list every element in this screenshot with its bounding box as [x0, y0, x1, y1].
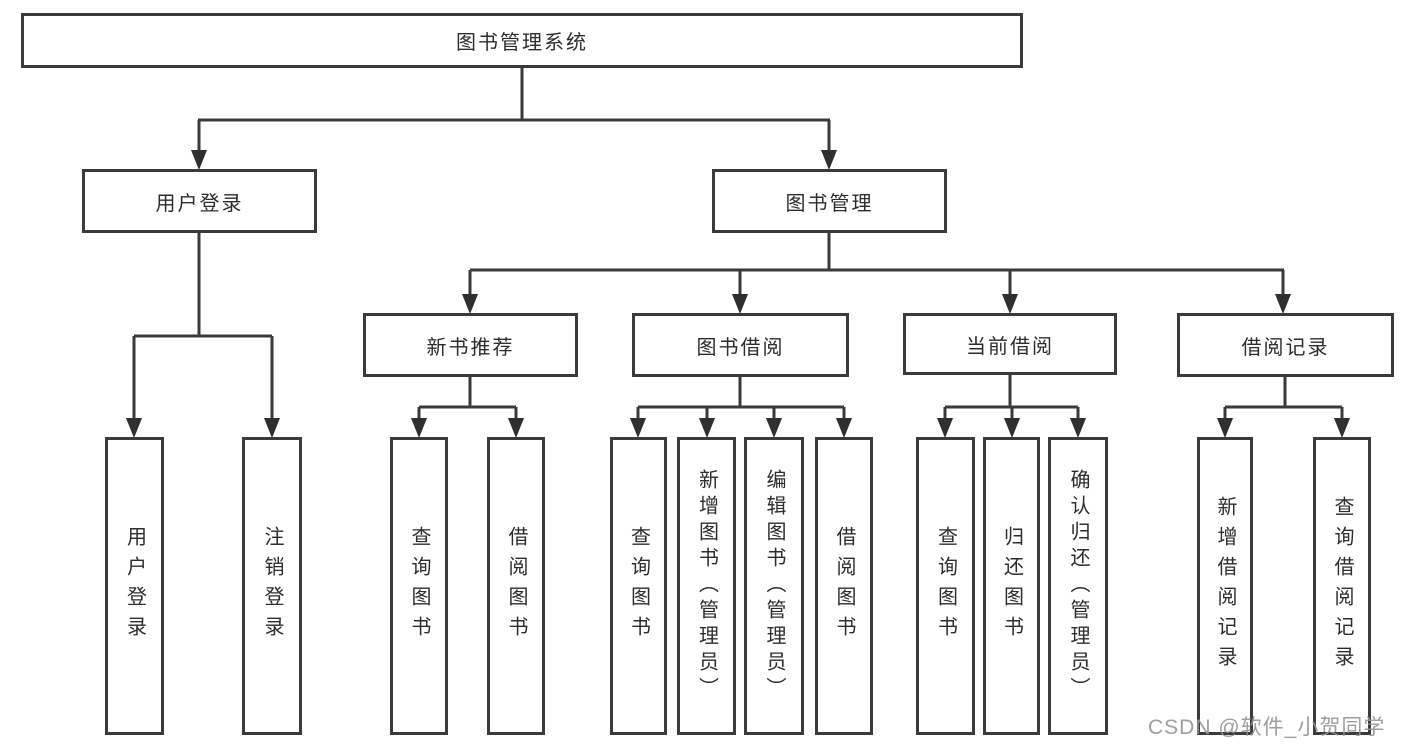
leaf-confirm-return-admin: 确认归还（管理员） — [1048, 437, 1108, 735]
node-current-borrowing: 当前借阅 — [903, 313, 1117, 375]
node-borrowing-records: 借阅记录 — [1177, 313, 1394, 377]
watermark: CSDN @软件_小贺同学 — [1148, 716, 1386, 739]
leaf-query-books: 查询图书 — [610, 437, 667, 735]
node-book-management: 图书管理 — [712, 169, 947, 233]
leaf-add-books-admin: 新增图书（管理员） — [677, 437, 736, 735]
leaf-borrow-books: 借阅图书 — [487, 437, 545, 735]
leaf-user-login: 用户登录 — [105, 437, 164, 735]
node-book-management-system: 图书管理系统 — [21, 13, 1023, 68]
node-new-book-recommendation: 新书推荐 — [363, 313, 578, 377]
leaf-query-borrow-record: 查询借阅记录 — [1313, 437, 1371, 735]
leaf-add-borrow-record: 新增借阅记录 — [1197, 437, 1253, 735]
node-user-login: 用户登录 — [82, 169, 317, 233]
leaf-return-books: 归还图书 — [983, 437, 1040, 735]
node-book-borrowing: 图书借阅 — [632, 313, 849, 377]
leaf-borrow-books: 借阅图书 — [815, 437, 873, 735]
leaf-edit-books-admin: 编辑图书（管理员） — [744, 437, 804, 735]
leaf-logout: 注销登录 — [242, 437, 302, 735]
leaf-query-books: 查询图书 — [390, 437, 448, 735]
leaf-query-books: 查询图书 — [916, 437, 975, 735]
